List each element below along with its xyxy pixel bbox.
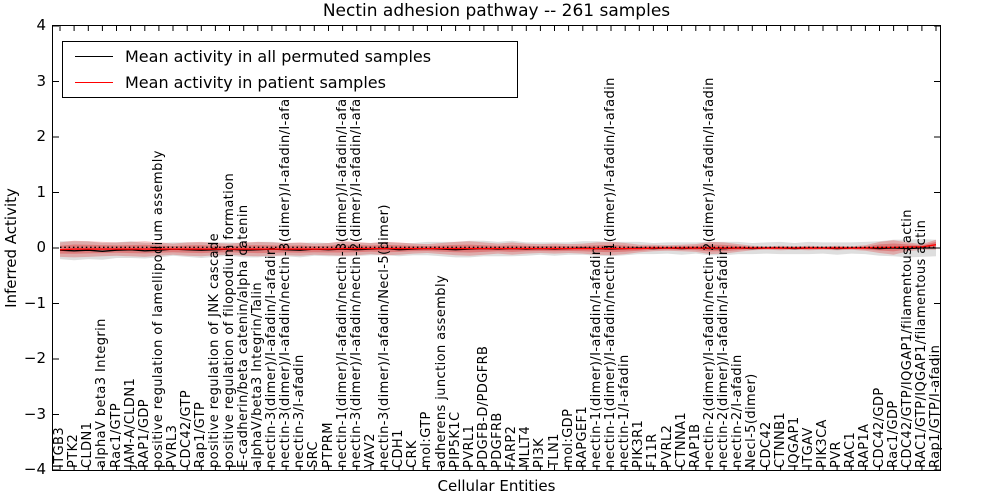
patient-mean-line: [59, 244, 937, 251]
y-tick-label: 0: [36, 238, 46, 256]
y-tick-label: 4: [36, 16, 46, 34]
x-ticks: [59, 26, 937, 470]
legend: Mean activity in all permuted samples Me…: [62, 41, 518, 98]
patient-std-band-inner: [60, 241, 936, 254]
y-tick-label: 1: [36, 182, 46, 201]
legend-item-permuted: Mean activity in all permuted samples: [73, 46, 507, 68]
y-tick-label: 2: [36, 127, 46, 145]
y-tick-label: −4: [23, 460, 46, 478]
plot-canvas-lines: [53, 26, 940, 470]
chart-title: Nectin adhesion pathway -- 261 samples: [322, 1, 671, 21]
y-tick-label: −2: [23, 349, 46, 367]
y-tick-label: 3: [36, 71, 46, 90]
y-tick-label: −1: [23, 293, 46, 312]
legend-line-sample-red: [75, 81, 113, 83]
x-axis-label: Cellular Entities: [437, 477, 556, 495]
legend-label: Mean activity in patient samples: [125, 72, 386, 92]
y-ticks: [53, 26, 940, 470]
legend-item-patient: Mean activity in patient samples: [73, 72, 507, 94]
y-tick-label: −3: [23, 404, 46, 423]
legend-label: Mean activity in all permuted samples: [125, 47, 432, 67]
legend-line-sample-black: [75, 56, 113, 58]
